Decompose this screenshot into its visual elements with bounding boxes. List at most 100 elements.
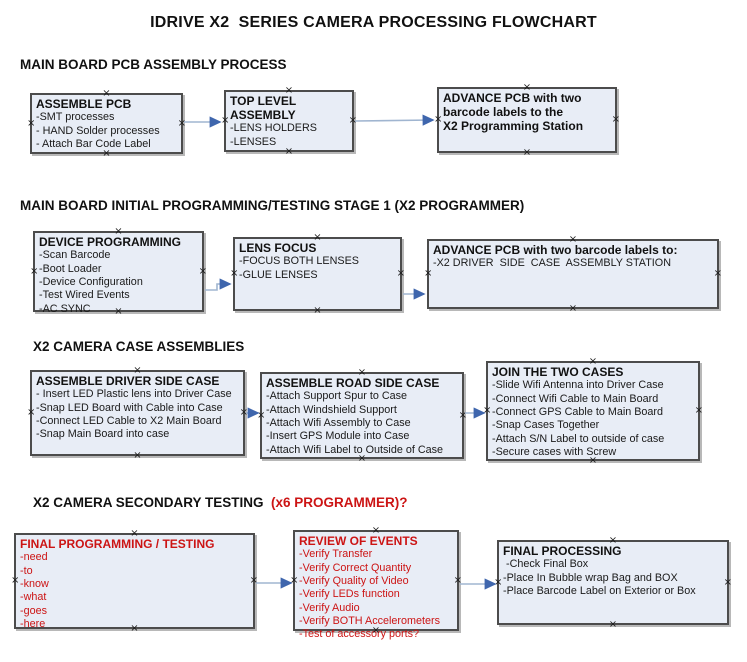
flow-box-assemble-driver-side-case: ASSEMBLE DRIVER SIDE CASE - Insert LED P… — [27, 366, 248, 461]
box-item: -know — [20, 577, 49, 590]
connection-marker-icon: × — [133, 450, 142, 461]
box-item: -Attach Support Spur to Case — [266, 390, 408, 403]
box-item: -Boot Loader — [39, 262, 102, 275]
box-item: -Slide Wifi Antenna into Driver Case — [492, 379, 664, 392]
flow-box-assemble-road-side-case: ASSEMBLE ROAD SIDE CASE -Attach Support … — [257, 368, 467, 464]
box-item: -Attach Wifi Assembly to Case — [266, 416, 411, 429]
flow-box-advance-pcb-programming-station: ADVANCE PCB with two barcode labels to t… — [434, 83, 620, 158]
box-item: -to — [20, 564, 33, 577]
box-item: -FOCUS BOTH LENSES — [239, 255, 359, 268]
connection-marker-icon: × — [713, 268, 722, 279]
box-item: -Snap Main Board into case — [36, 428, 170, 441]
box-title: TOP LEVEL ASSEMBLY — [230, 94, 297, 123]
connection-marker-icon: × — [723, 576, 732, 588]
connection-marker-icon: × — [11, 575, 20, 586]
box-title: JOIN THE TWO CASES — [492, 365, 624, 379]
box-item: -Verify Correct Quantity — [299, 561, 412, 574]
connection-marker-icon: × — [290, 574, 299, 586]
box-title: ADVANCE PCB with two barcode labels to: — [433, 243, 678, 257]
section-heading-pcb-assembly: MAIN BOARD PCB ASSEMBLY PROCESS — [20, 57, 287, 72]
connection-marker-icon: × — [694, 405, 703, 416]
box-item: -need — [20, 551, 48, 564]
box-item: -Verify Transfer — [299, 548, 373, 561]
section-heading-initial-programming: MAIN BOARD INITIAL PROGRAMMING/TESTING S… — [20, 198, 524, 213]
flow-box-device-programming: DEVICE PROGRAMMING -Scan Barcode -Boot L… — [30, 227, 207, 317]
box-item: - Insert LED Plastic lens into Driver Ca… — [36, 388, 232, 401]
box-item: -Place Barcode Label on Exterior or Box — [503, 584, 696, 597]
box-title: ASSEMBLE DRIVER SIDE CASE — [36, 374, 220, 388]
box-title: ASSEMBLE PCB — [36, 97, 132, 111]
box-item: -Snap LED Board with Cable into Case — [36, 401, 223, 414]
flow-box-top-level-assembly: TOP LEVEL ASSEMBLY -LENS HOLDERS -LENSES… — [221, 86, 357, 157]
box-item: -Device Configuration — [39, 275, 143, 288]
connection-marker-icon: × — [424, 268, 433, 279]
box-item: -Secure cases with Screw — [492, 446, 617, 459]
flow-box-assemble-pcb: ASSEMBLE PCB -SMT processes - HAND Solde… — [27, 89, 186, 159]
connection-marker-icon: × — [230, 268, 239, 279]
section-heading-secondary-testing: X2 CAMERA SECONDARY TESTING (x6 PROGRAMM… — [33, 495, 408, 510]
box-item: -goes — [20, 604, 48, 617]
box-item: -LENS HOLDERS — [230, 122, 317, 135]
connection-marker-icon: × — [249, 575, 258, 586]
connection-marker-icon: × — [434, 114, 443, 125]
box-title: REVIEW OF EVENTS — [299, 534, 418, 548]
box-item: -Connect LED Cable to X2 Main Board — [36, 414, 222, 427]
box-title: FINAL PROCESSING — [503, 544, 622, 558]
connection-marker-icon: × — [453, 574, 462, 586]
heading-text: X2 CAMERA SECONDARY TESTING — [33, 495, 272, 510]
connection-marker-icon: × — [257, 409, 266, 421]
box-item: -X2 DRIVER SIDE CASE ASSEMBLY STATION — [433, 257, 671, 270]
box-item: -Snap Cases Together — [492, 419, 600, 432]
box-item: -SMT processes — [36, 111, 115, 124]
box-item: -Scan Barcode — [39, 249, 111, 262]
box-item: - HAND Solder processes — [36, 124, 160, 137]
page-title: IDRIVE X2 SERIES CAMERA PROCESSING FLOWC… — [150, 14, 597, 31]
box-item: -Connect Wifi Cable to Main Board — [492, 392, 659, 405]
heading-text: MAIN BOARD PCB ASSEMBLY PROCESS — [20, 57, 287, 72]
box-title: ASSEMBLE ROAD SIDE CASE — [266, 376, 440, 390]
box-item: -Attach S/N Label to outside of case — [492, 432, 665, 445]
connection-marker-icon: × — [458, 409, 467, 421]
flow-box-review-of-events: REVIEW OF EVENTS -Verify Transfer -Verif… — [290, 526, 462, 641]
connection-marker-icon: × — [396, 268, 405, 279]
box-item: - Attach Bar Code Label — [36, 137, 151, 150]
connection-marker-icon: × — [522, 147, 532, 158]
connection-marker-icon: × — [239, 407, 248, 418]
box-item: -GLUE LENSES — [239, 268, 318, 281]
box-item: -Place In Bubble wrap Bag and BOX — [503, 571, 678, 584]
connection-marker-icon: × — [494, 576, 503, 588]
box-title: DEVICE PROGRAMMING — [39, 235, 182, 249]
box-item: -Verify LEDs function — [299, 588, 400, 601]
box-item: -Verify Audio — [299, 601, 360, 614]
flow-box-lens-focus: LENS FOCUS -FOCUS BOTH LENSES -GLUE LENS… — [230, 233, 405, 316]
box-item: -what — [20, 591, 47, 604]
flow-box-join-the-two-cases: JOIN THE TWO CASES -Slide Wifi Antenna i… — [483, 357, 703, 466]
connection-marker-icon: × — [348, 115, 357, 126]
connection-marker-icon: × — [483, 405, 492, 416]
box-item: -Test Wired Events — [39, 289, 130, 302]
connection-marker-icon: × — [568, 303, 578, 314]
flow-box-final-programming-testing: FINAL PROGRAMMING / TESTING -need -to -k… — [11, 529, 258, 634]
box-item: -Insert GPS Module into Case — [266, 430, 410, 443]
connection-marker-icon: × — [221, 115, 230, 126]
heading-red-text: (x6 PROGRAMMER)? — [271, 495, 408, 510]
connection-marker-icon: × — [611, 114, 620, 125]
box-item: -LENSES — [230, 135, 277, 148]
box-item: -Check Final Box — [503, 558, 589, 571]
connection-marker-icon: × — [608, 619, 618, 630]
connection-marker-icon: × — [27, 407, 36, 418]
heading-text: MAIN BOARD INITIAL PROGRAMMING/TESTING S… — [20, 198, 525, 213]
box-item: -Attach Wifi Label to Outside of Case — [266, 443, 444, 456]
box-item: -Attach Windshield Support — [266, 403, 397, 416]
box-item: -Connect GPS Cable to Main Board — [492, 405, 664, 418]
box-title: FINAL PROGRAMMING / TESTING — [20, 537, 215, 551]
section-heading-case-assemblies: X2 CAMERA CASE ASSEMBLIES — [33, 339, 244, 354]
connection-marker-icon: × — [198, 265, 207, 277]
flow-arrow — [205, 278, 232, 291]
connection-marker-icon: × — [313, 305, 322, 316]
flow-box-advance-pcb-driver-side-station: ADVANCE PCB with two barcode labels to: … — [424, 235, 722, 314]
box-item: -here — [20, 618, 46, 631]
box-item: -AC SYNC — [39, 302, 91, 315]
box-title: ADVANCE PCB with two barcode labels to t… — [443, 91, 584, 134]
